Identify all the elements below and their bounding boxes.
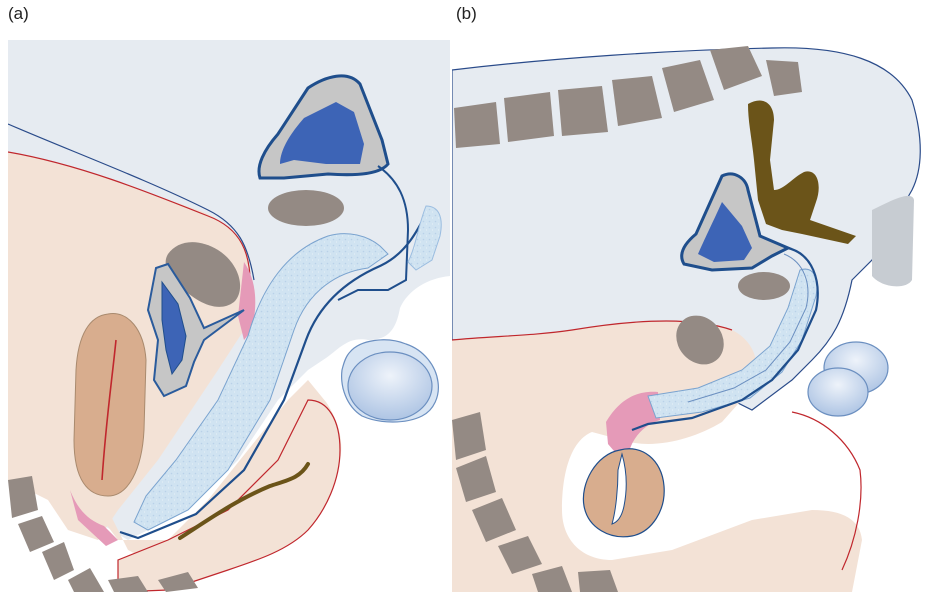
panel-label-b: (b) — [456, 4, 477, 24]
panel-label-a: (a) — [8, 4, 29, 24]
panel-a-illustration — [8, 40, 450, 592]
panel-b-svg — [452, 40, 932, 592]
gray-cap-region — [872, 196, 914, 287]
testis-lower — [808, 368, 868, 416]
pubic-bone-upper — [738, 272, 790, 300]
panel-a-svg — [8, 40, 450, 592]
kidney-shaped-organ — [74, 313, 146, 496]
testis — [348, 352, 432, 420]
pubic-bone-upper — [268, 190, 344, 226]
panel-b-illustration — [452, 40, 932, 592]
